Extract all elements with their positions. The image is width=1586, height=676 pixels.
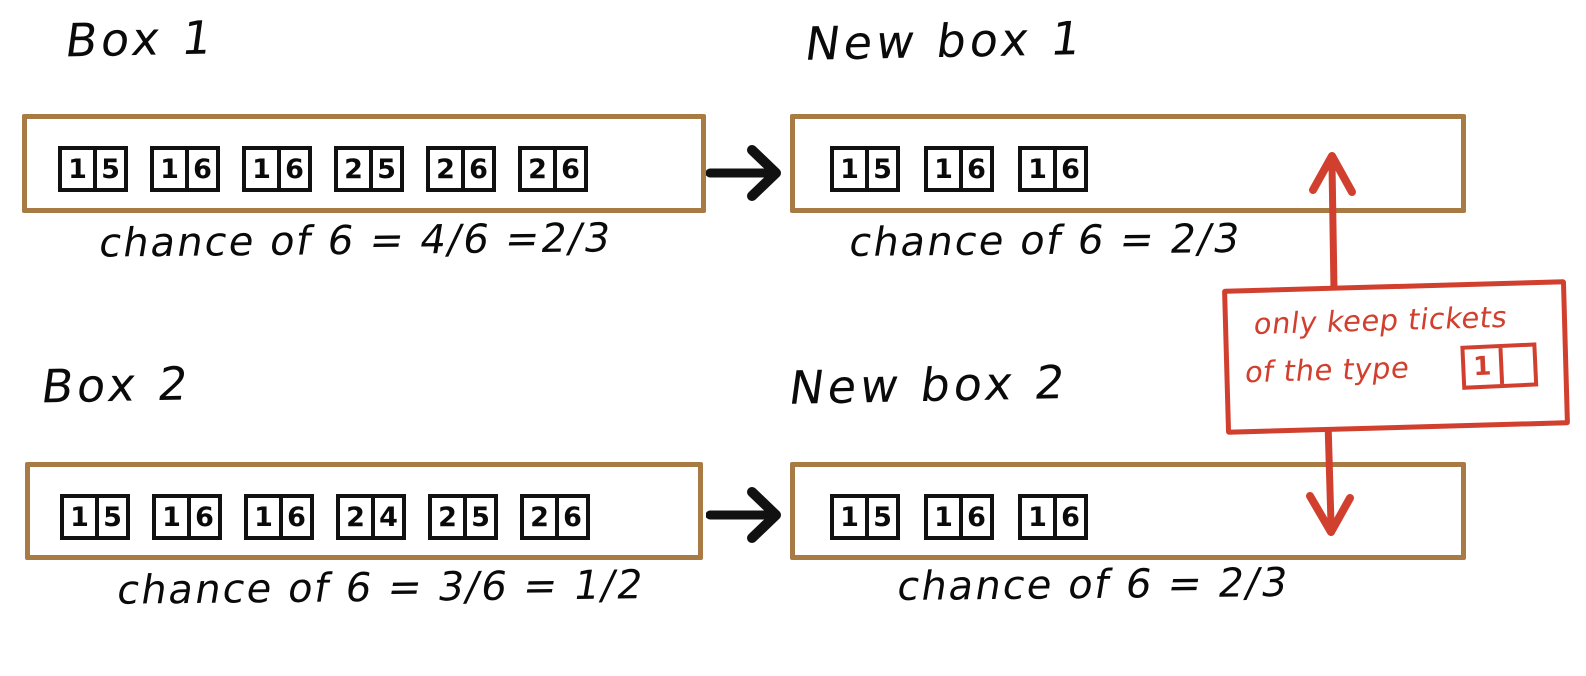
ticket: 1 6 [924,494,994,540]
ticket: 1 6 [244,494,314,540]
ticket: 1 5 [58,146,128,192]
new-box2-ticket-row: 1 5 1 6 1 6 [830,494,1088,540]
ticket-cell-left: 1 [1028,153,1047,185]
ticket: 1 6 [1018,146,1088,192]
new-box2-caption: chance of 6 = 2/3 [893,559,1293,611]
ticket-cell-right: 5 [369,150,400,188]
box1-ticket-row: 1 5 1 6 1 6 2 5 2 6 2 6 [58,146,588,192]
box2-heading: Box 2 [38,356,196,414]
transform-arrow-top-icon [706,145,781,201]
new-box1-heading: New box 1 [801,11,1089,71]
ticket: 2 6 [520,494,590,540]
ticket-cell-right: 4 [371,498,402,536]
annotation-note: only keep tickets of the type 1 [1222,279,1570,435]
ticket-cell-left: 2 [436,153,455,185]
ticket-cell-left: 1 [254,501,273,533]
ticket-cell-right: 6 [553,150,584,188]
ticket-cell-left: 1 [934,501,953,533]
ticket-cell-right: 6 [277,150,308,188]
ticket-cell-right: 5 [865,150,896,188]
ticket-cell-right: 6 [187,498,218,536]
box2-ticket-row: 1 5 1 6 1 6 2 4 2 5 2 6 [60,494,590,540]
ticket-cell-left: 1 [840,501,859,533]
new-box2-heading: New box 2 [785,355,1073,415]
ticket: 1 6 [1018,494,1088,540]
ticket-cell-right: 6 [461,150,492,188]
annotation-line-1: only keep tickets [1251,299,1510,342]
ticket-cell-left: 2 [530,501,549,533]
ticket-cell-right: 6 [1053,150,1084,188]
ticket-cell-right: 5 [865,498,896,536]
new-box2-container [790,462,1466,560]
ticket: 2 4 [336,494,406,540]
ticket-cell-left: 2 [528,153,547,185]
new-box1-container [790,114,1466,213]
ticket: 2 6 [518,146,588,192]
ticket-cell-right: 5 [93,150,124,188]
annotation-up-arrow-icon [1309,152,1356,294]
ticket-cell-right: 6 [555,498,586,536]
box1-caption: chance of 6 = 4/6 =2/3 [95,215,616,267]
ticket-cell-left: 2 [346,501,365,533]
annotation-down-arrow-icon [1306,420,1354,536]
annotation-ticket: 1 [1460,342,1539,390]
ticket-cell-right: 6 [959,150,990,188]
transform-arrow-bottom-icon [706,487,781,543]
ticket: 2 6 [426,146,496,192]
annotation-line-2: of the type [1243,350,1412,390]
ticket-cell-right: 6 [185,150,216,188]
box2-caption: chance of 6 = 3/6 = 1/2 [113,562,649,614]
ticket-cell-right: 6 [959,498,990,536]
ticket-cell-right: 5 [463,498,494,536]
ticket-cell-left: 1 [252,153,271,185]
ticket: 1 6 [242,146,312,192]
ticket: 2 5 [428,494,498,540]
ticket: 2 5 [334,146,404,192]
box1-heading: Box 1 [62,10,220,68]
ticket: 1 5 [830,494,900,540]
ticket-cell-left: 1 [70,501,89,533]
box1-container [22,114,706,213]
ticket-cell-right: 6 [1053,498,1084,536]
ticket-cell-left: 2 [438,501,457,533]
ticket-cell-right: 5 [95,498,126,536]
annotation-ticket-cell-right [1498,346,1535,385]
ticket-cell-right: 6 [279,498,310,536]
ticket-cell-left: 1 [68,153,87,185]
ticket: 1 5 [60,494,130,540]
ticket-cell-left: 1 [934,153,953,185]
ticket-cell-left: 1 [162,501,181,533]
new-box1-ticket-row: 1 5 1 6 1 6 [830,146,1088,192]
ticket: 1 6 [924,146,994,192]
box2-container [25,462,703,560]
ticket-cell-left: 2 [344,153,363,185]
ticket: 1 5 [830,146,900,192]
annotation-ticket-cell-left: 1 [1472,351,1493,383]
ticket-cell-left: 1 [840,153,859,185]
ticket-cell-left: 1 [160,153,179,185]
ticket: 1 6 [150,146,220,192]
ticket-cell-left: 1 [1028,501,1047,533]
ticket: 1 6 [152,494,222,540]
new-box1-caption: chance of 6 = 2/3 [845,215,1245,267]
